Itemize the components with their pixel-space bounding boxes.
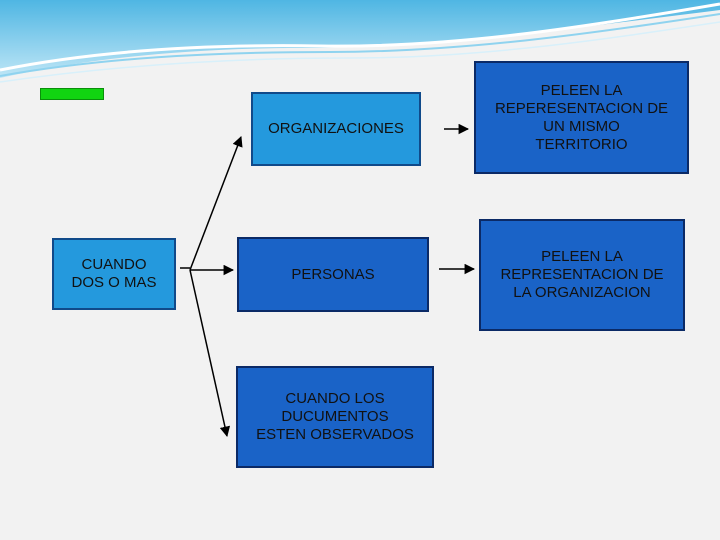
node-cuando-los-documentos-label: CUANDO LOS DUCUMENTOS ESTEN OBSERVADOS — [256, 390, 414, 443]
green-accent-bar — [40, 88, 104, 100]
node-peleen-organizacion: PELEEN LA REPRESENTACION DE LA ORGANIZAC… — [479, 219, 685, 331]
decorative-banner — [0, 0, 720, 83]
node-peleen-territorio: PELEEN LA REPERESENTACION DE UN MISMO TE… — [474, 61, 689, 174]
arrow-to-cuando-los-documentos — [189, 269, 231, 438]
node-peleen-organizacion-label: PELEEN LA REPRESENTACION DE LA ORGANIZAC… — [500, 248, 664, 301]
node-cuando-dos-o-mas: CUANDO DOS O MAS — [52, 238, 176, 310]
arrow-to-organizaciones — [189, 136, 243, 271]
node-personas-label: PERSONAS — [291, 265, 375, 283]
node-personas: PERSONAS — [237, 237, 429, 312]
node-cuando-dos-o-mas-label: CUANDO DOS O MAS — [71, 256, 157, 291]
node-organizaciones: ORGANIZACIONES — [251, 92, 421, 166]
node-organizaciones-label: ORGANIZACIONES — [268, 120, 404, 137]
node-peleen-territorio-label: PELEEN LA REPERESENTACION DE UN MISMO TE… — [494, 81, 669, 153]
node-cuando-los-documentos: CUANDO LOS DUCUMENTOS ESTEN OBSERVADOS — [236, 366, 434, 468]
